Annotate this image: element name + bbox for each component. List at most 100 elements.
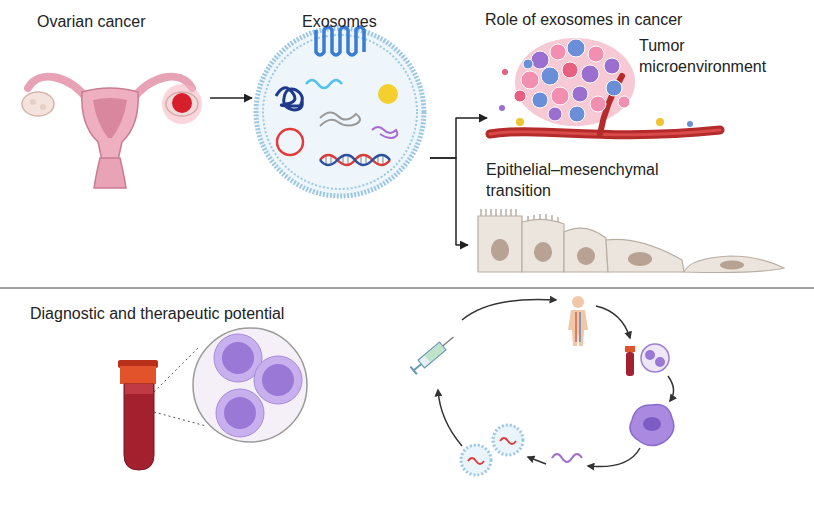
artery — [576, 312, 577, 342]
illustrated-node: Exosomes — [252, 8, 430, 198]
protein — [276, 88, 302, 110]
tumor-mass — [515, 38, 635, 126]
tumor-cells — [590, 96, 606, 112]
follicle — [40, 104, 46, 110]
immune-cell — [516, 118, 524, 126]
tumor-cells — [569, 106, 585, 122]
zoom-line — [154, 412, 206, 426]
blood-vessel — [490, 130, 720, 135]
magnifier-circle — [193, 328, 307, 442]
ovary — [22, 92, 54, 116]
transitioning-cell — [606, 239, 684, 272]
ovary — [166, 92, 198, 116]
uterus-illustration — [22, 77, 202, 188]
nucleus — [643, 417, 661, 431]
arrow-connector — [430, 158, 468, 245]
arrow-connector — [430, 118, 487, 158]
tumor-cells — [572, 86, 588, 102]
epithelial-cell — [522, 219, 564, 272]
microvilli — [481, 209, 516, 216]
tumor-cells — [514, 90, 526, 102]
tumor-cells — [606, 80, 622, 96]
emt-illustration — [478, 209, 784, 273]
microvilli — [528, 214, 558, 222]
immune-cell — [656, 118, 664, 126]
rna-cargo — [468, 458, 484, 464]
vein — [580, 312, 581, 342]
node-heading: Ovarian cancer — [37, 12, 206, 33]
uterus-body — [82, 88, 138, 160]
mesenchymal-cell — [684, 256, 784, 273]
tube-glass — [125, 384, 153, 394]
syringe — [410, 367, 416, 375]
divider-line — [0, 288, 814, 289]
exosome-membrane — [263, 35, 417, 189]
dna-strand — [320, 155, 390, 165]
tumor-cells — [581, 65, 599, 83]
cycle-arrows — [588, 448, 640, 467]
vagina — [94, 158, 126, 188]
tumor-cells — [550, 44, 566, 60]
tumor-cells — [604, 58, 620, 74]
membrane-protein — [316, 27, 364, 55]
syringe — [414, 364, 422, 370]
node-heading: Tumor microenvironment — [637, 36, 791, 78]
rna-cargo — [500, 438, 516, 444]
cycle-arrows — [438, 299, 674, 466]
mirna-hairpin — [320, 112, 360, 126]
blood-sample-illustration — [118, 328, 307, 470]
exosome-membrane — [256, 28, 424, 196]
rna — [552, 454, 582, 462]
cycle-arrows — [462, 299, 556, 320]
tumor-cells — [514, 39, 630, 122]
nanoparticle — [493, 425, 523, 455]
circular-rna — [277, 129, 303, 155]
tube-cap — [625, 346, 635, 352]
cycle-arrows — [668, 376, 674, 401]
blood-vessel — [490, 130, 720, 135]
syringe — [425, 344, 445, 362]
arrow-connector — [210, 97, 252, 99]
human-head — [572, 296, 584, 308]
nucleus — [577, 247, 595, 265]
exosome-illustration — [256, 27, 424, 196]
tube-cap — [120, 366, 156, 384]
nucleus — [491, 239, 509, 261]
tumor-cells — [531, 51, 549, 69]
tumor-cells — [588, 46, 604, 62]
immune-cell — [630, 405, 674, 446]
exosome-cell — [254, 356, 302, 404]
syringe — [443, 337, 454, 346]
therapy-cycle-illustration — [410, 296, 673, 475]
node-heading: Epithelial–mesenchymal transition — [486, 160, 681, 202]
illustrated-node: Tumor microenvironment — [487, 34, 794, 146]
ovarian-tumor — [172, 93, 192, 113]
illustrated-node: Ovarian cancer — [12, 8, 210, 190]
tumor-cells — [523, 59, 533, 69]
exosome-core — [222, 342, 254, 374]
blood-tube — [124, 384, 154, 470]
syringe — [418, 342, 446, 368]
nucleus — [628, 252, 652, 266]
section-heading: Role of exosomes in cancer — [485, 10, 682, 31]
exosome-cell — [645, 350, 655, 360]
nucleus — [534, 242, 552, 262]
exosome-core — [224, 397, 256, 429]
syringe — [410, 333, 456, 374]
tumor-cells — [541, 67, 559, 85]
rna-hairpin — [372, 127, 397, 138]
section-heading: Diagnostic and therapeutic potential — [30, 304, 284, 325]
blood-tube — [626, 352, 634, 376]
nanoparticle — [461, 445, 491, 475]
illustrated-node: Epithelial–mesenchymal transition — [468, 155, 790, 277]
cycle-arrows — [596, 306, 630, 338]
stromal-cell — [502, 69, 508, 75]
mrna — [306, 80, 342, 88]
transitioning-cell — [564, 228, 608, 272]
epithelial-cell — [478, 216, 522, 272]
tumor-cells — [567, 39, 585, 57]
stromal-cell — [499, 105, 505, 111]
tumor-glow — [162, 84, 202, 124]
dna-strand — [320, 155, 390, 165]
